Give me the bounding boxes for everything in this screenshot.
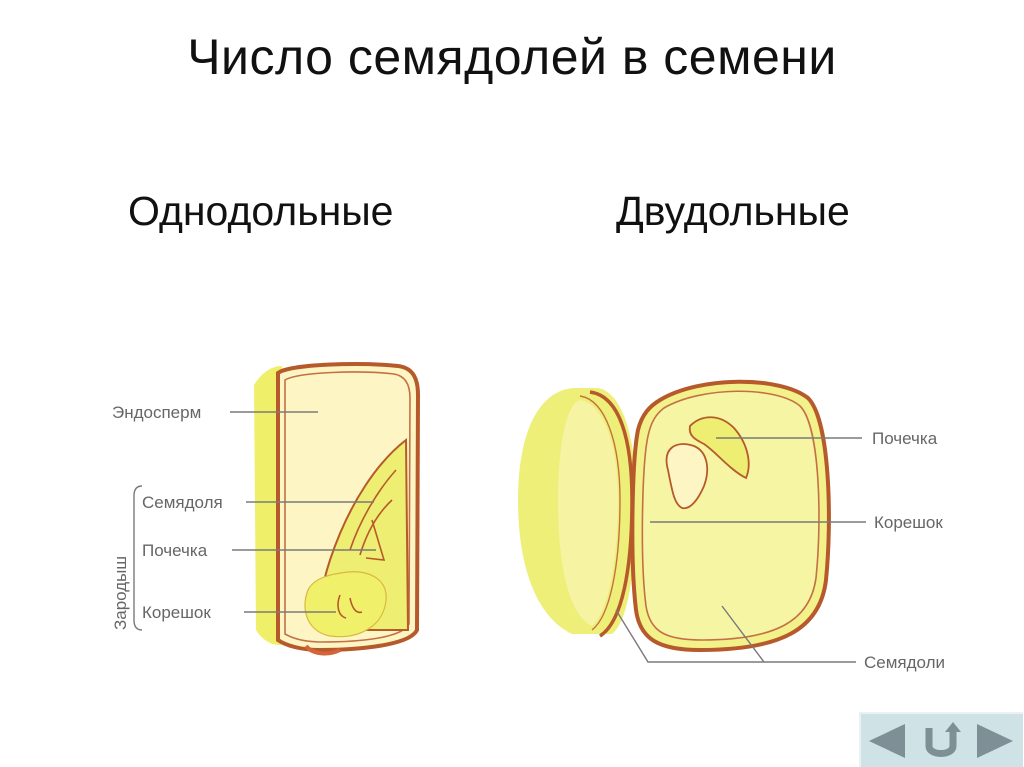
label-radicle-dicot: Корешок bbox=[874, 513, 943, 532]
label-embryo: Зародыш bbox=[111, 556, 130, 630]
triangle-right-icon bbox=[973, 720, 1017, 762]
dicot-seed bbox=[518, 382, 829, 650]
embryo-bracket bbox=[134, 486, 142, 630]
forward-button[interactable] bbox=[973, 720, 1017, 762]
label-plumule-mono: Почечка bbox=[142, 541, 208, 560]
label-endosperm: Эндосперм bbox=[112, 403, 201, 422]
monocot-seed bbox=[254, 364, 418, 653]
return-button[interactable] bbox=[919, 720, 963, 762]
label-radicle-mono: Корешок bbox=[142, 603, 211, 622]
back-button[interactable] bbox=[865, 720, 909, 762]
slide-navigation bbox=[859, 712, 1023, 767]
triangle-left-icon bbox=[865, 720, 909, 762]
label-cotyledon-mono: Семядоля bbox=[142, 493, 223, 512]
label-cotyledons-dicot: Семядоли bbox=[864, 653, 945, 672]
u-turn-icon bbox=[919, 720, 963, 762]
label-plumule-dicot: Почечка bbox=[872, 429, 938, 448]
